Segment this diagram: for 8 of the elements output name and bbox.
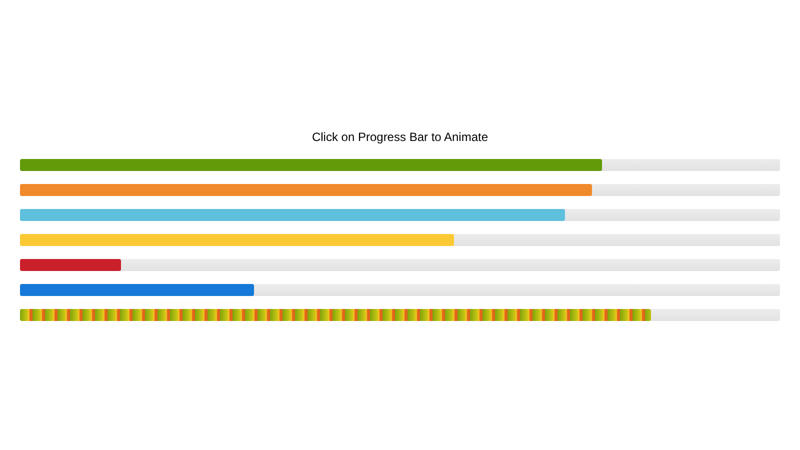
progress-track bbox=[20, 284, 780, 296]
progress-track bbox=[20, 209, 780, 221]
progress-track bbox=[20, 309, 780, 321]
progress-track bbox=[20, 259, 780, 271]
instruction-text: Click on Progress Bar to Animate bbox=[310, 129, 490, 145]
progress-track bbox=[20, 234, 780, 246]
progress-track bbox=[20, 159, 780, 171]
progress-track bbox=[20, 184, 780, 196]
